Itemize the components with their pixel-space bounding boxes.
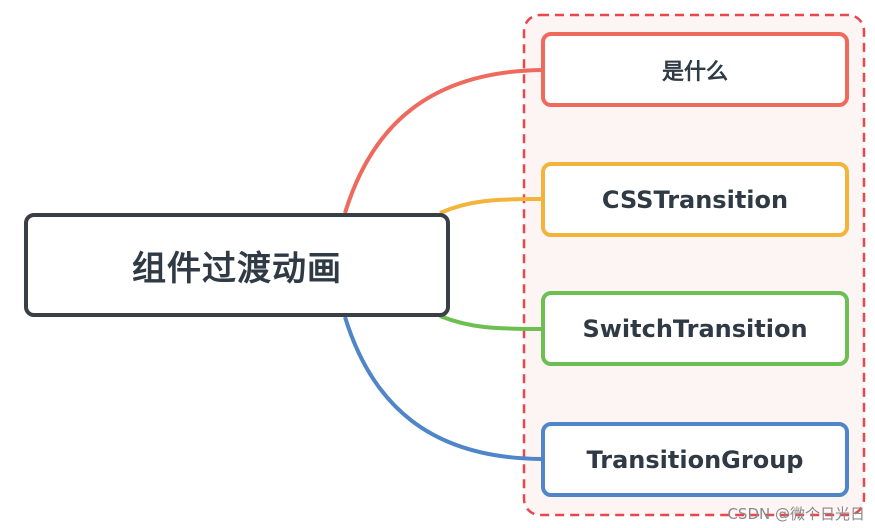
branch-node-transitiongroup[interactable]: TransitionGroup bbox=[541, 422, 849, 497]
branch-node-label: 是什么 bbox=[661, 59, 728, 85]
root-node[interactable]: 组件过渡动画 bbox=[24, 213, 450, 317]
watermark-text: CSDN @微个日光日 bbox=[727, 505, 865, 523]
branch-group-box bbox=[522, 13, 866, 517]
branch-node-label: CSSTransition bbox=[601, 185, 789, 214]
branch-node-label: TransitionGroup bbox=[586, 445, 804, 474]
branch-node-what-is-it[interactable]: 是什么 bbox=[541, 32, 849, 107]
connector-switchtransition bbox=[439, 314, 542, 331]
connector-transitiongroup bbox=[343, 316, 542, 461]
branch-node-csstransition[interactable]: CSSTransition bbox=[541, 162, 849, 237]
branch-node-label: SwitchTransition bbox=[582, 314, 808, 343]
root-node-label: 组件过渡动画 bbox=[132, 248, 342, 289]
connector-what-is-it bbox=[343, 68, 542, 214]
branch-node-switchtransition[interactable]: SwitchTransition bbox=[541, 291, 849, 366]
connector-csstransition bbox=[439, 197, 542, 215]
